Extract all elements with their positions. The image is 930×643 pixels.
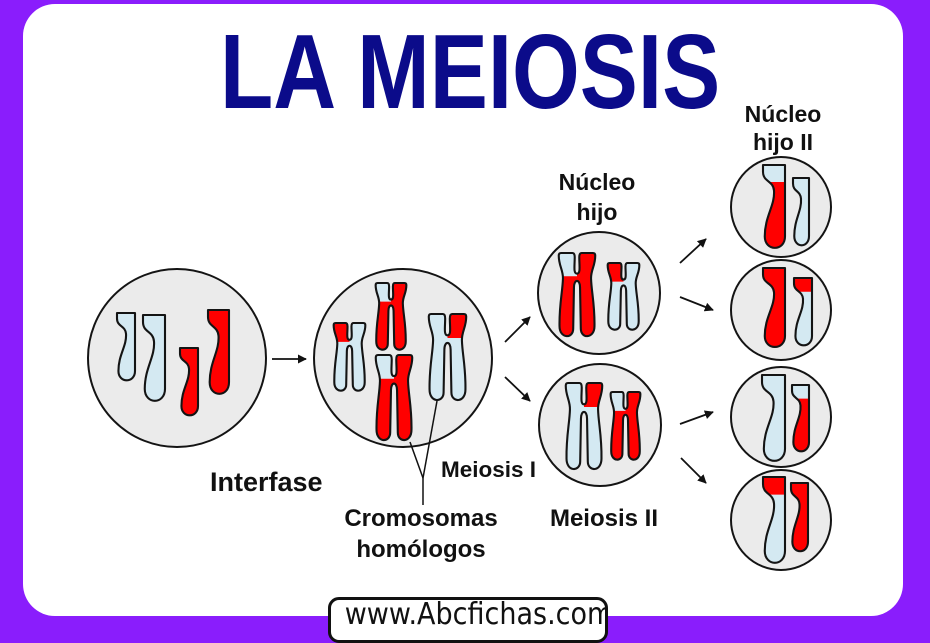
chromosome-crossover-segment	[375, 355, 394, 379]
chromosome-pair-red	[374, 353, 414, 442]
chromatid-blue	[760, 373, 787, 462]
chromosome-outline	[789, 481, 810, 553]
label-daughter-nucleus-ii-line2: hijo II	[752, 129, 814, 155]
chromosome-outline	[206, 308, 231, 395]
chromosome-fill	[180, 348, 198, 416]
chromosome-outline	[760, 373, 787, 462]
label-meiosis-1: Meiosis I	[441, 457, 537, 482]
chromatid-red	[178, 346, 200, 417]
page-title: LA MEIOSIS	[220, 13, 721, 131]
arrow-meiosis-1-to-daughter-1	[504, 316, 531, 343]
website-badge: www.Abcfichas.com	[328, 597, 608, 643]
chromosome-outline	[606, 261, 641, 331]
chromosome-outline	[790, 383, 811, 453]
chromosome-pair-red	[374, 281, 408, 351]
chromosome-crossover-segment	[333, 323, 350, 342]
chromosome-crossover-segment	[607, 263, 624, 282]
arrow-daughter-2-to-ii-3	[679, 410, 714, 425]
chromosome-outline	[761, 163, 787, 249]
arrow-daughter-1-to-ii-2	[679, 296, 714, 312]
label-homologous-line1: Cromosomas	[344, 505, 498, 532]
cell-daughter-nucleus-ii-1	[730, 156, 832, 258]
chromosome-outline	[374, 281, 408, 351]
chromosome-fill	[763, 477, 785, 563]
chromosome-crossover-segment	[794, 278, 812, 292]
chromosome-crossover-segment	[792, 385, 809, 399]
label-interfase: Interfase	[210, 467, 323, 497]
chromosome-crossover-segment	[610, 392, 626, 411]
chromosome-fill	[762, 375, 785, 461]
arrow-daughter-2-to-ii-4	[680, 457, 707, 484]
cell-circle	[87, 268, 267, 448]
chromosome-pair-red	[557, 251, 597, 338]
cell-daughter-nucleus-ii-2	[730, 259, 832, 361]
chromosome-fill	[208, 310, 229, 394]
pointer-line	[422, 400, 438, 479]
chromosome-outline	[761, 475, 787, 564]
chromosome-outline	[141, 313, 167, 402]
pointer-line	[409, 441, 424, 479]
chromatid-blue	[761, 475, 787, 564]
chromosome-outline	[761, 266, 787, 349]
chromosome-crossover-segment	[763, 165, 785, 182]
chromatid-red	[789, 481, 810, 553]
chromatid-red	[790, 383, 811, 453]
cell-daughter-nucleus-1	[537, 231, 661, 355]
cell-daughter-nucleus-ii-3	[730, 366, 832, 468]
arrow-meiosis-1-to-daughter-2	[504, 376, 531, 402]
label-homologous-line2: homólogos	[356, 536, 486, 563]
chromosome-crossover-segment	[447, 314, 467, 339]
chromosome-pair-blue	[564, 381, 604, 471]
chromosome-crossover-segment	[763, 477, 785, 495]
cell-daughter-nucleus-2	[538, 363, 662, 487]
chromosome-outline	[609, 390, 642, 461]
chromatid-red	[761, 163, 787, 249]
chromatid-blue	[791, 176, 811, 247]
chromosome-pair-blue	[606, 261, 641, 331]
meiosis-diagram	[87, 156, 832, 571]
cell-meiosis-1	[313, 268, 493, 448]
cell-circle	[537, 231, 661, 355]
chromatid-blue	[792, 276, 814, 347]
chromosome-fill	[143, 315, 165, 401]
label-daughter-nucleus-line2: hijo	[576, 199, 618, 225]
cell-daughter-nucleus-ii-4	[730, 469, 832, 571]
chromosome-pair-red	[609, 390, 642, 461]
chromosome-fill	[763, 268, 785, 347]
chromosome-outline	[332, 321, 367, 392]
chromosome-outline	[178, 346, 200, 417]
chromosome-outline	[427, 312, 468, 402]
chromosome-crossover-segment	[584, 383, 603, 408]
chromosome-fill	[117, 313, 135, 381]
label-meiosis-2: Meiosis II	[549, 505, 659, 532]
chromosome-outline	[557, 251, 597, 338]
cell-interfase	[87, 268, 267, 448]
chromosome-crossover-segment	[375, 283, 391, 302]
chromatid-red	[206, 308, 231, 395]
chromosome-fill	[793, 178, 809, 246]
chromosome-outline	[564, 381, 604, 471]
chromosome-crossover-segment	[558, 253, 577, 277]
chromosome-fill	[792, 385, 809, 452]
chromosome-outline	[115, 311, 137, 382]
chromosome-outline	[374, 353, 414, 442]
label-daughter-nucleus-line1: Núcleo	[558, 169, 636, 195]
website-text: www.Abcfichas.com	[344, 597, 608, 632]
chromosome-pair-blue	[332, 321, 367, 392]
chromosome-fill	[794, 278, 812, 346]
chromosome-fill	[791, 483, 808, 552]
arrow-daughter-1-to-ii-1	[679, 238, 707, 264]
chromatid-blue	[141, 313, 167, 402]
chromosome-pair-blue	[427, 312, 468, 402]
chromosome-outline	[792, 276, 814, 347]
chromosome-fill	[763, 165, 785, 248]
chromatid-blue	[115, 311, 137, 382]
chromatid-red	[761, 266, 787, 349]
label-daughter-nucleus-ii-line1: Núcleo	[744, 101, 822, 127]
arrows	[272, 238, 714, 484]
homologous-pointer-lines	[409, 400, 438, 505]
chromosome-outline	[791, 176, 811, 247]
